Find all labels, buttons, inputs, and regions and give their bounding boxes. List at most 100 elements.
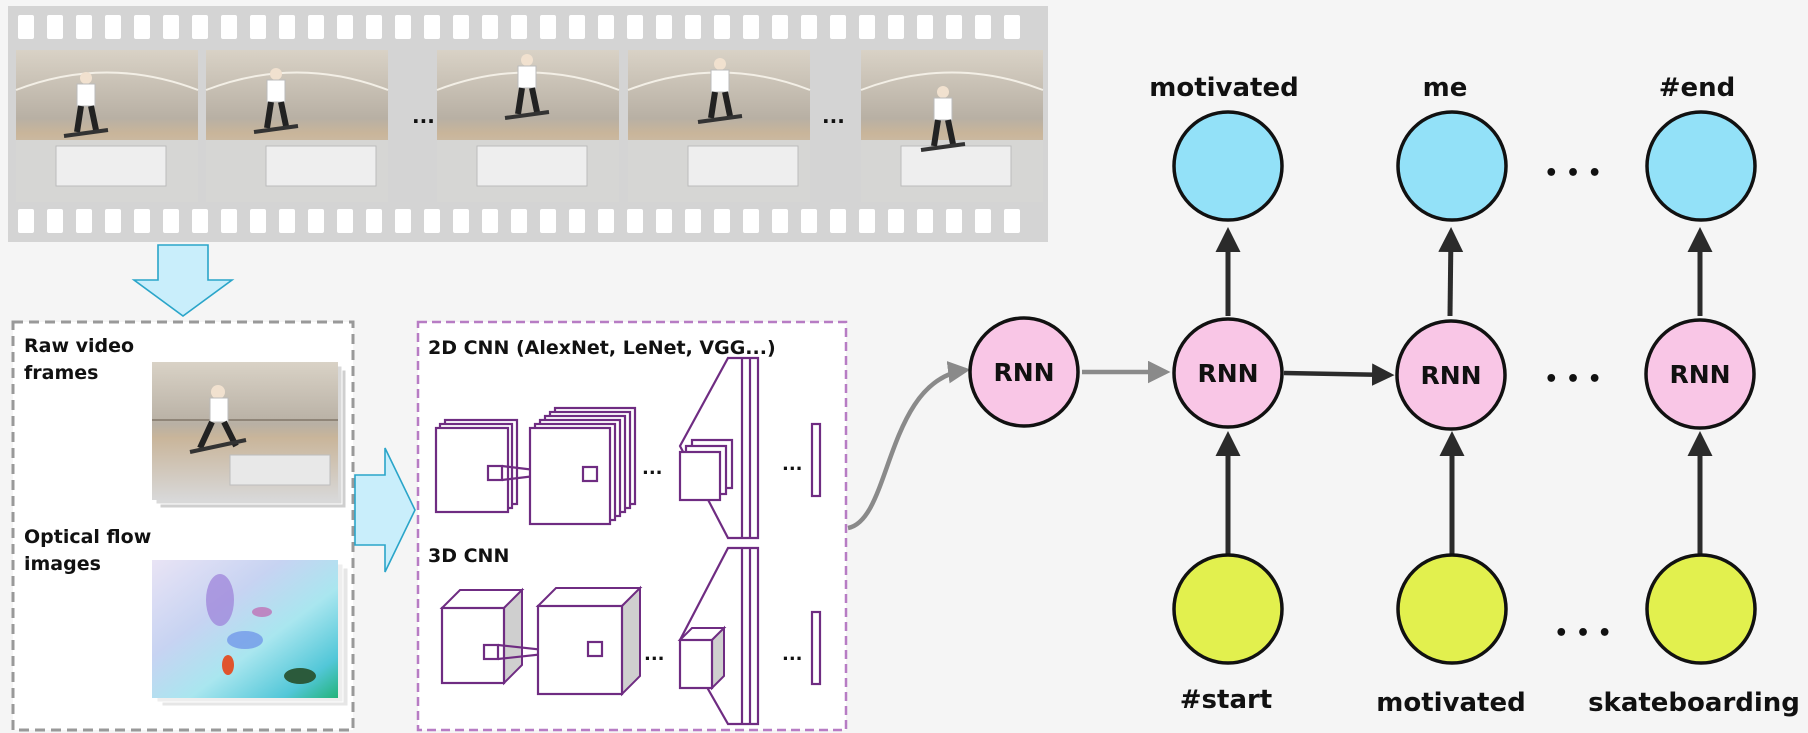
sprocket-hole xyxy=(830,209,846,233)
input-box: Raw video frames Optical flow images xyxy=(11,320,355,732)
sprocket-hole xyxy=(192,15,208,39)
sprocket-hole xyxy=(859,15,875,39)
sprocket-hole xyxy=(569,15,585,39)
cnn-2d-dots-1: ... xyxy=(642,458,663,479)
sprocket-hole xyxy=(47,15,63,39)
svg-text:RNN: RNN xyxy=(1669,360,1730,389)
sprocket-hole xyxy=(18,15,34,39)
sprocket-hole xyxy=(221,209,237,233)
cnn-2d-dots-2: ... xyxy=(782,454,803,475)
cnn-3d-dots-2: ... xyxy=(782,644,803,665)
sprocket-hole xyxy=(279,15,295,39)
sprocket-hole xyxy=(105,15,121,39)
sprocket-hole xyxy=(511,209,527,233)
film-holes-top xyxy=(18,15,1020,39)
ellipsis-output-row: • • • xyxy=(1544,161,1602,186)
sprocket-hole xyxy=(453,15,469,39)
cnn-box: 2D CNN (AlexNet, LeNet, VGG...) 3D CNN .… xyxy=(416,320,848,732)
sprocket-hole xyxy=(482,209,498,233)
output-word-1: motivated xyxy=(1149,73,1298,103)
input-node-1 xyxy=(1172,553,1284,665)
raw-frame-image xyxy=(152,362,347,509)
output-node-3 xyxy=(1645,110,1757,222)
film-ellipsis-2: ... xyxy=(822,104,845,128)
input-word-3: skateboarding xyxy=(1588,688,1800,718)
sprocket-hole xyxy=(308,15,324,39)
sprocket-hole xyxy=(714,15,730,39)
sprocket-hole xyxy=(975,15,991,39)
sprocket-hole xyxy=(540,209,556,233)
sprocket-hole xyxy=(917,15,933,39)
ellipsis-input-row: • • • xyxy=(1554,621,1612,646)
sprocket-hole xyxy=(192,209,208,233)
input-node-2 xyxy=(1396,553,1508,665)
sprocket-hole xyxy=(627,209,643,233)
skateboard-frame-1 xyxy=(15,50,199,202)
sprocket-hole xyxy=(685,209,701,233)
output-node-1 xyxy=(1172,110,1284,222)
sprocket-hole xyxy=(250,15,266,39)
sprocket-hole xyxy=(975,209,991,233)
optical-flow-label-1: Optical flow xyxy=(24,526,151,548)
rnn-node-2: RNN xyxy=(1395,319,1507,431)
sprocket-hole xyxy=(598,209,614,233)
sprocket-hole xyxy=(1004,15,1020,39)
sprocket-hole xyxy=(163,209,179,233)
optical-flow-label-2: images xyxy=(24,553,101,575)
sprocket-hole xyxy=(134,15,150,39)
sprocket-hole xyxy=(714,209,730,233)
rnn-node-0: RNN xyxy=(968,316,1080,428)
sprocket-hole xyxy=(743,209,759,233)
sprocket-hole xyxy=(627,15,643,39)
film-ellipsis-1: ... xyxy=(412,104,435,128)
output-arrow-2 xyxy=(1438,227,1464,317)
film-frames xyxy=(15,50,1044,202)
cnn-3d-title: 3D CNN xyxy=(428,545,509,567)
svg-text:RNN: RNN xyxy=(1420,361,1481,390)
cnn-2d-illustration: ... ... xyxy=(434,356,822,540)
sprocket-hole xyxy=(424,15,440,39)
input-word-2: motivated xyxy=(1376,688,1525,718)
sprocket-hole xyxy=(598,15,614,39)
optical-flow-image xyxy=(152,560,349,707)
output-word-3: #end xyxy=(1659,73,1736,103)
svg-text:RNN: RNN xyxy=(993,358,1054,387)
sprocket-hole xyxy=(511,15,527,39)
sprocket-hole xyxy=(888,209,904,233)
sprocket-hole xyxy=(946,209,962,233)
sprocket-hole xyxy=(656,15,672,39)
rnn-node-3: RNN xyxy=(1644,318,1756,430)
sprocket-hole xyxy=(830,15,846,39)
sprocket-hole xyxy=(540,15,556,39)
sprocket-hole xyxy=(250,209,266,233)
sprocket-hole xyxy=(888,15,904,39)
sprocket-hole xyxy=(917,209,933,233)
input-word-1: #start xyxy=(1180,685,1273,715)
sprocket-hole xyxy=(685,15,701,39)
cnn-to-rnn-arrow xyxy=(847,361,971,531)
raw-frames-label-2: frames xyxy=(24,362,98,384)
sprocket-hole xyxy=(134,209,150,233)
skateboard-frame-3 xyxy=(436,50,620,202)
sprocket-hole xyxy=(743,15,759,39)
cnn-3d-illustration: ... ... xyxy=(439,546,822,726)
sprocket-hole xyxy=(279,209,295,233)
sprocket-hole xyxy=(395,209,411,233)
sprocket-hole xyxy=(1004,209,1020,233)
cnn-2d-title: 2D CNN (AlexNet, LeNet, VGG...) xyxy=(428,337,776,359)
sprocket-hole xyxy=(656,209,672,233)
sprocket-hole xyxy=(569,209,585,233)
raw-frames-label-1: Raw video xyxy=(24,335,134,357)
film-holes-bottom xyxy=(18,209,1020,233)
sprocket-hole xyxy=(18,209,34,233)
svg-text:RNN: RNN xyxy=(1197,359,1258,388)
skateboard-frame-4 xyxy=(627,50,811,202)
rnn-node-1: RNN xyxy=(1172,317,1284,429)
skateboard-frame-5 xyxy=(860,50,1044,202)
sprocket-hole xyxy=(395,15,411,39)
sprocket-hole xyxy=(308,209,324,233)
sprocket-hole xyxy=(337,209,353,233)
sprocket-hole xyxy=(76,209,92,233)
sprocket-hole xyxy=(946,15,962,39)
